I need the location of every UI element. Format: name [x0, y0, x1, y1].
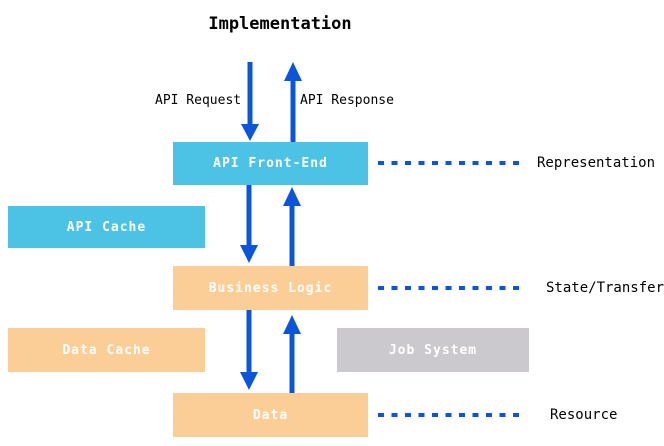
- api-front-end-box-label: API Front-End: [213, 156, 328, 171]
- api-cache-box: API Cache: [8, 206, 205, 248]
- arrow-api-request-down: [241, 62, 259, 141]
- representation-label: Representation: [537, 155, 656, 171]
- arrow-data-to-logic-up: [283, 315, 301, 393]
- data-cache-box: Data Cache: [8, 328, 205, 372]
- business-logic-box: Business Logic: [173, 266, 368, 310]
- api-cache-box-label: API Cache: [66, 219, 147, 235]
- job-system-box-label: Job System: [388, 342, 478, 358]
- arrow-logic-to-data-down: [240, 310, 258, 390]
- arrow-logic-to-frontend-up: [283, 187, 301, 266]
- api-response-label: API Response: [300, 93, 394, 108]
- diagram-title: Implementation: [208, 14, 352, 34]
- state-transfer-label: State/Transfer: [546, 280, 664, 296]
- data-cache-box-label: Data Cache: [62, 342, 151, 358]
- api-front-end-box: API Front-End: [173, 142, 368, 185]
- data-box: Data: [173, 393, 368, 437]
- api-request-label: API Request: [155, 93, 242, 108]
- job-system-box: Job System: [337, 328, 529, 372]
- arrow-frontend-to-logic-down: [240, 185, 258, 263]
- resource-label: Resource: [550, 407, 618, 423]
- data-box-label: Data: [252, 407, 289, 423]
- business-logic-box-label: Business Logic: [208, 280, 333, 296]
